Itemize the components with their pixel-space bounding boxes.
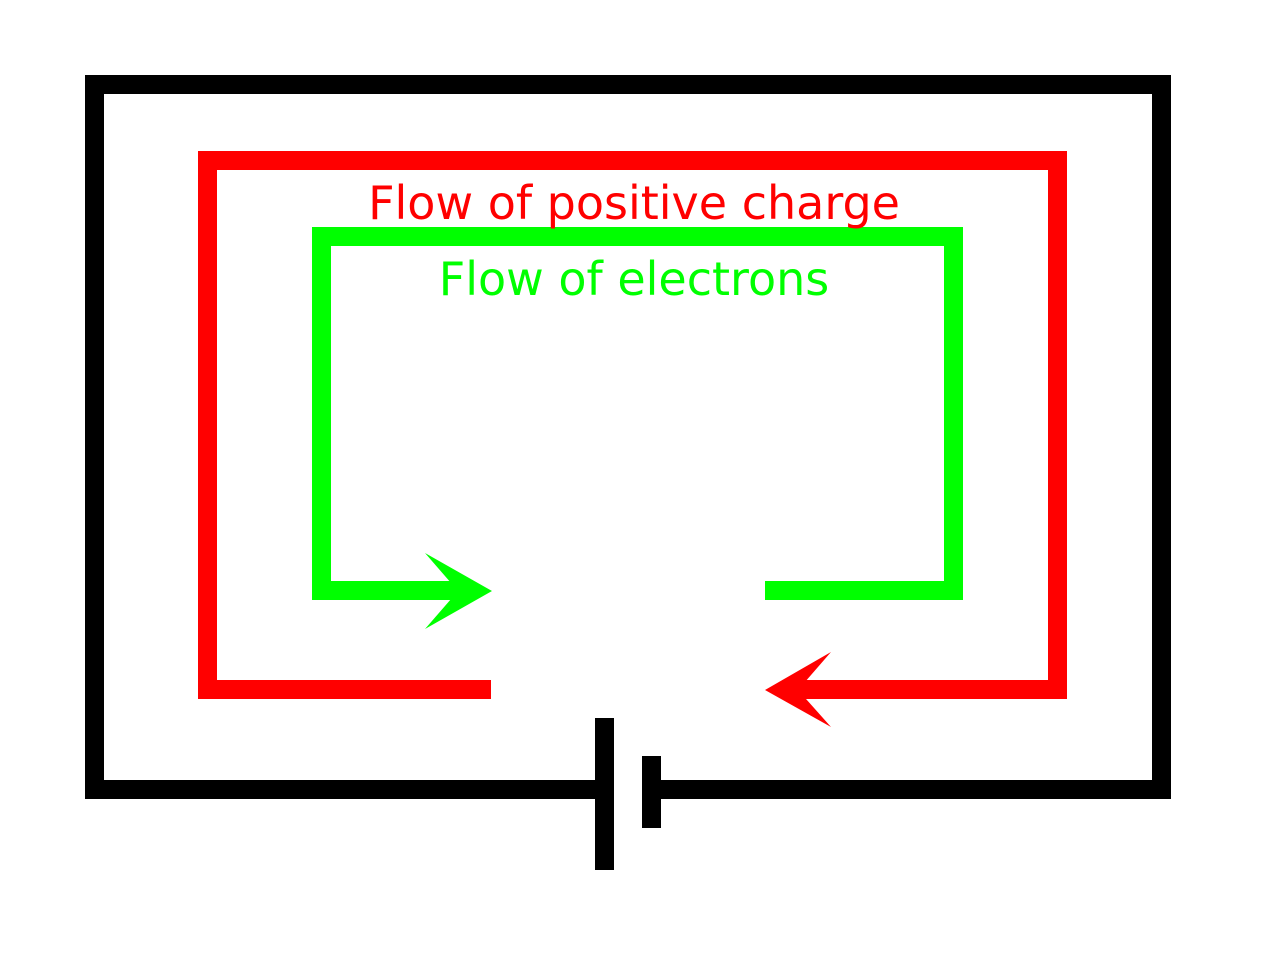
electrons-label: Flow of electrons [439, 252, 829, 306]
positive-charge-flow [198, 151, 1067, 727]
electron-flow [312, 227, 963, 629]
battery-positive-plate [595, 718, 614, 870]
positive-charge-label: Flow of positive charge [368, 176, 900, 230]
positive-charge-path [198, 151, 1067, 699]
wire-left-segment [85, 75, 1171, 799]
positive-charge-arrow-icon [765, 652, 831, 727]
electron-arrow-icon [425, 553, 492, 629]
battery-icon [595, 718, 661, 870]
battery-negative-plate [642, 756, 661, 828]
circuit-wire [85, 75, 1171, 799]
electron-path-left [312, 227, 963, 600]
